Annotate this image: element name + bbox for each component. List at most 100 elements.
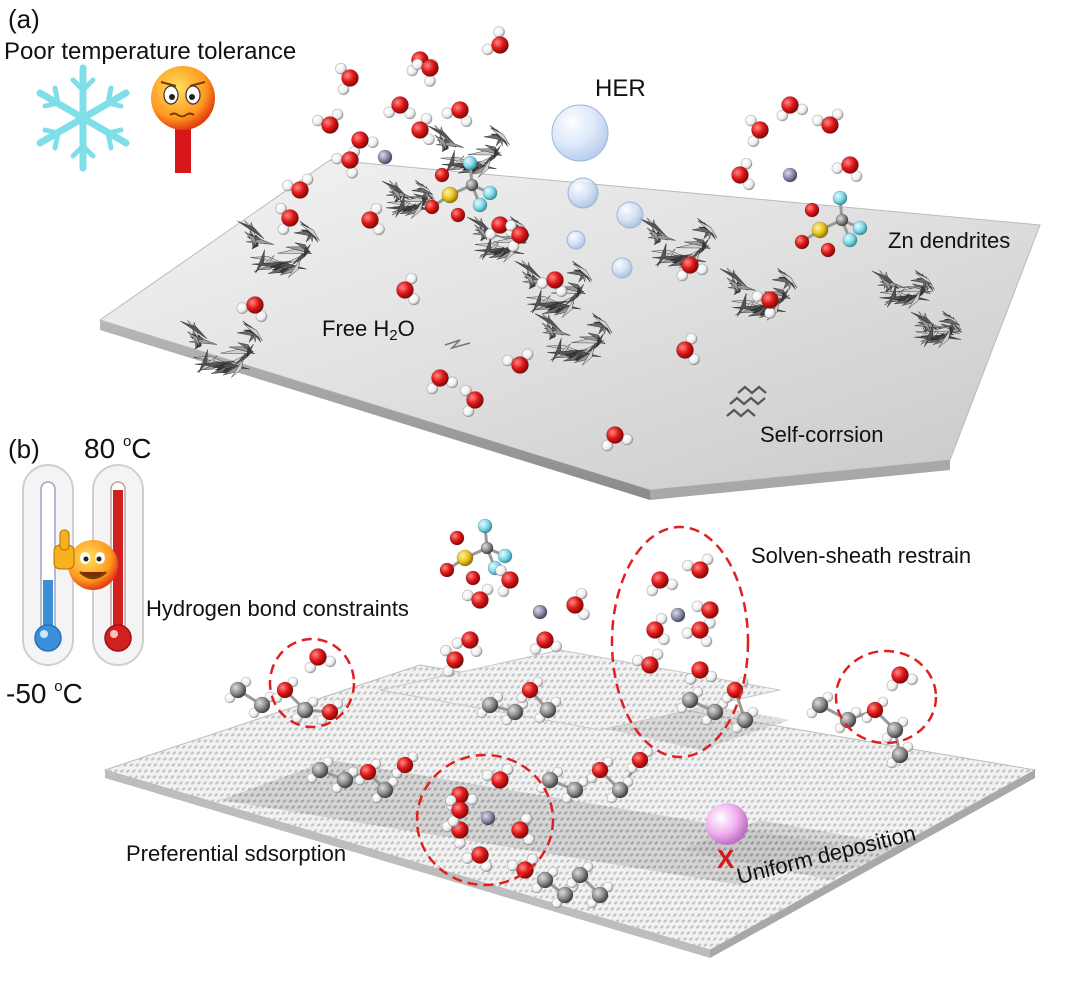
carbon-atom bbox=[591, 886, 609, 904]
hydrogen-atom bbox=[705, 670, 718, 683]
oxygen-atom bbox=[411, 121, 429, 139]
oxygen-atom bbox=[466, 391, 484, 409]
oxygen-atom bbox=[291, 181, 309, 199]
fluorine-atom bbox=[482, 185, 498, 201]
oxygen-atom bbox=[646, 621, 664, 639]
hydrogen-atom bbox=[747, 135, 760, 148]
dendrite-flake bbox=[246, 346, 252, 358]
dendrite-flake bbox=[924, 323, 934, 347]
hydrogen-atom bbox=[275, 202, 287, 215]
oxygen-atom bbox=[691, 661, 709, 679]
oxygen-atom bbox=[821, 116, 839, 134]
oxygen-atom bbox=[321, 116, 339, 134]
dendrite-flake bbox=[490, 247, 506, 255]
dendrite-flake bbox=[771, 277, 794, 284]
fluorine-atom bbox=[832, 190, 848, 206]
carbon-atom bbox=[506, 703, 524, 721]
oxygen-atom bbox=[281, 209, 299, 227]
dendrite-flake bbox=[180, 320, 208, 340]
hydrogen-atom bbox=[426, 382, 439, 395]
oxygen-atom bbox=[351, 131, 369, 149]
hydrogen-atom bbox=[408, 293, 420, 306]
hydrogen-atom bbox=[423, 133, 435, 146]
zinc-ion bbox=[532, 604, 548, 620]
dendrite-flake bbox=[546, 344, 580, 352]
dendrite-flake bbox=[563, 352, 581, 362]
free-water-prefix: Free H bbox=[322, 316, 390, 341]
hydrogen-atom bbox=[304, 661, 317, 674]
dendrite-flake bbox=[514, 260, 542, 280]
oxygen-atom bbox=[566, 596, 584, 614]
hydrogen-atom bbox=[405, 272, 418, 285]
oxygen-atom bbox=[536, 631, 554, 649]
carbon-atom bbox=[891, 746, 909, 764]
oxygen-atom bbox=[691, 561, 709, 579]
dendrite-flake bbox=[920, 285, 926, 297]
oxygen-atom bbox=[465, 570, 481, 586]
oxygen-atom bbox=[321, 703, 339, 721]
hydrogen-atom bbox=[685, 332, 698, 345]
hot-temperature-label: 80 oC bbox=[84, 433, 152, 464]
hydrogen-atom bbox=[575, 587, 588, 600]
oxygen-atom bbox=[421, 59, 439, 77]
hydrogen-atom bbox=[484, 228, 497, 240]
carbon-atom bbox=[465, 178, 479, 192]
dendrite-flake bbox=[255, 249, 265, 274]
dendrite-flake bbox=[918, 317, 931, 333]
hydrogen-atom bbox=[445, 794, 457, 807]
carbon-atom bbox=[886, 721, 904, 739]
hydrogen-atom bbox=[404, 107, 416, 120]
zinc-ion bbox=[377, 149, 393, 165]
fluorine-atom bbox=[842, 232, 858, 248]
zn-dendrites-label: Zn dendrites bbox=[888, 228, 1011, 253]
oxygen-atom bbox=[841, 156, 859, 174]
carbon-atom bbox=[311, 761, 329, 779]
hydrogen-bubble-icon bbox=[551, 104, 644, 279]
dendrite-flake bbox=[646, 227, 660, 244]
fluorine-atom bbox=[472, 197, 488, 213]
oxygen-atom bbox=[359, 763, 377, 781]
oxygen-atom bbox=[461, 631, 479, 649]
oxygen-atom bbox=[361, 211, 379, 229]
oxygen-atom bbox=[781, 96, 799, 114]
fluorine-atom bbox=[477, 518, 493, 534]
triflate-anions-a bbox=[424, 155, 868, 258]
hydrogen-atom bbox=[367, 136, 379, 149]
dendrite-flake bbox=[427, 125, 455, 144]
oxygen-atom bbox=[511, 821, 529, 839]
solvent-sheath-label: Solven-sheath restrain bbox=[751, 543, 972, 568]
oxygen-atom bbox=[511, 356, 529, 374]
oxygen-atom bbox=[794, 234, 810, 250]
hydrogen-atom bbox=[495, 564, 507, 577]
hydrogen-atom bbox=[442, 665, 455, 678]
sulfur-atom bbox=[441, 186, 459, 204]
dendrite-flake bbox=[691, 227, 714, 234]
oxygen-atom bbox=[451, 101, 469, 119]
zinc-ion bbox=[782, 167, 798, 183]
oxygen-atom bbox=[866, 701, 884, 719]
dendrite-flake bbox=[231, 358, 244, 378]
dendrite-flake bbox=[879, 276, 892, 293]
carbon-atom bbox=[296, 701, 314, 719]
hydrogen-atom bbox=[646, 584, 659, 597]
dendrite-flake bbox=[220, 349, 255, 354]
dendrite-flake bbox=[267, 265, 286, 274]
oxygen-atom bbox=[701, 601, 719, 619]
sulfur-atom bbox=[456, 549, 474, 567]
carbon-atom bbox=[736, 711, 754, 729]
preferential-adsorption-label: Preferential sdsorption bbox=[126, 841, 347, 866]
dendrite-flake bbox=[726, 277, 740, 294]
oxygen-atom bbox=[676, 341, 694, 359]
dendrite-flake bbox=[411, 188, 433, 195]
dashed-highlight-circles bbox=[268, 525, 938, 887]
oxygen-atom bbox=[276, 681, 294, 699]
hydrogen-atom bbox=[655, 612, 668, 625]
dendrite-flake bbox=[381, 180, 409, 200]
carbon-atom bbox=[481, 696, 499, 714]
dendrite-flake bbox=[478, 158, 491, 178]
dendrite-flake bbox=[277, 249, 312, 254]
hydrogen-atom bbox=[886, 679, 899, 692]
thermometer-cold-icon bbox=[22, 464, 74, 666]
carbon-atom bbox=[835, 213, 849, 227]
